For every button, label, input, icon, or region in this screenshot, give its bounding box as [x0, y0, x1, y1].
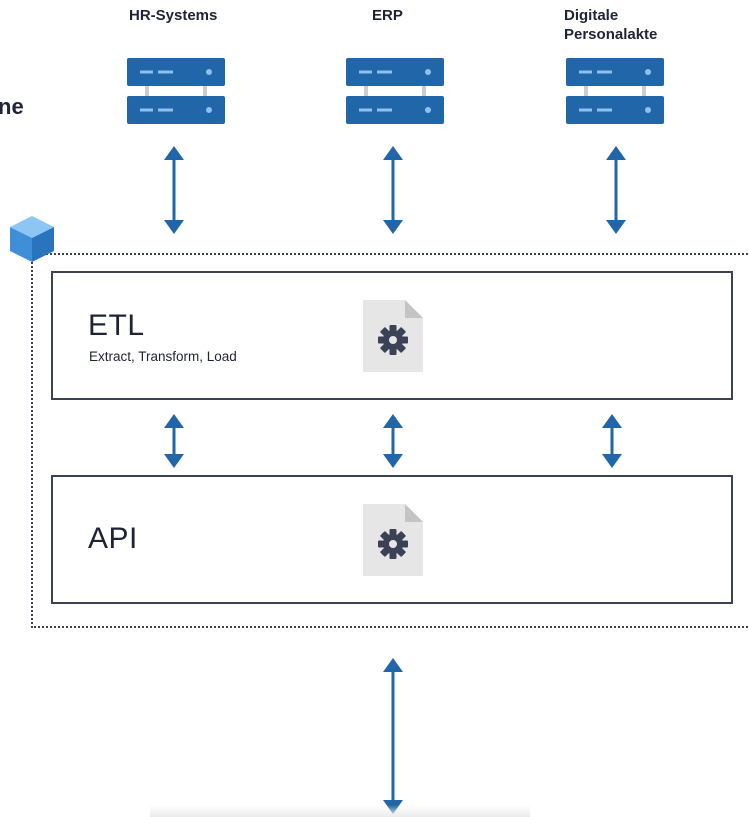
- gear-document-icon: [363, 300, 423, 372]
- double-arrow-icon: [606, 146, 626, 234]
- cube-icon: [10, 216, 54, 262]
- server-icon: [346, 58, 444, 124]
- server-icon: [566, 58, 664, 124]
- double-arrow-icon: [383, 658, 403, 814]
- double-arrow-icon: [383, 414, 403, 468]
- double-arrow-icon: [164, 414, 184, 468]
- server-icon: [127, 58, 225, 124]
- gear-document-icon: [363, 504, 423, 576]
- label-line-1: Digitale: [564, 7, 619, 24]
- label-hr-systems: HR-Systems: [129, 7, 218, 24]
- double-arrow-icon: [164, 146, 184, 234]
- etl-subtitle: Extract, Transform, Load: [89, 349, 237, 364]
- etl-title: ETL: [88, 309, 145, 342]
- api-title: API: [88, 522, 138, 555]
- label-erp: ERP: [372, 7, 403, 24]
- cut-off-heading: ne: [0, 94, 24, 119]
- double-arrow-icon: [602, 414, 622, 468]
- label-line-2: Personalakte: [564, 26, 658, 43]
- double-arrow-icon: [383, 146, 403, 234]
- label-digitale-personalakte: Digitale Personalakte: [564, 6, 657, 44]
- cut-off-element-bottom: [150, 805, 530, 817]
- platform-boundary: [31, 253, 749, 628]
